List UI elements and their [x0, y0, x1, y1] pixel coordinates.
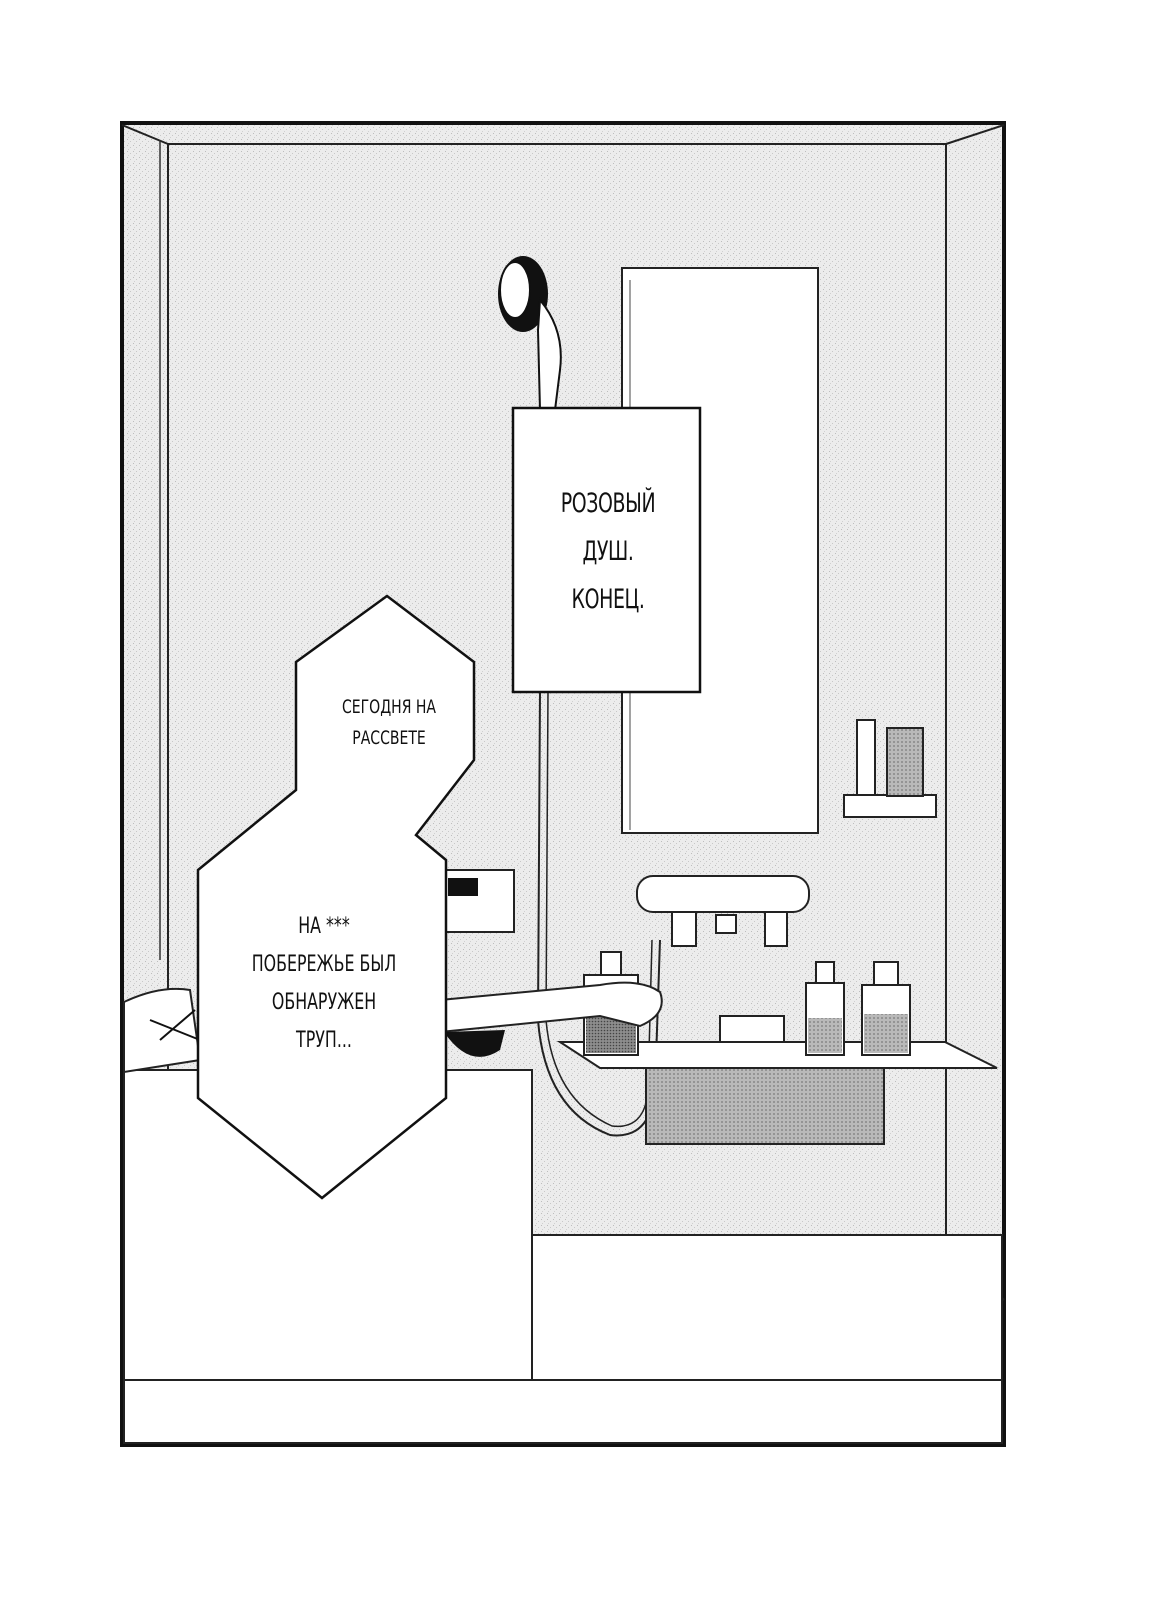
title-box: [511, 406, 702, 694]
faucet-icon: [636, 875, 810, 947]
ending-title-caption: РОЗОВЫЙ ДУШ. КОНЕЦ.: [560, 488, 656, 615]
figure-head: [123, 987, 202, 1074]
mirror-icon: [621, 267, 819, 834]
arm: [439, 981, 663, 1034]
pump-bottle-icon: [805, 961, 911, 1056]
figure-hair: [444, 1030, 505, 1057]
soap-dish: [719, 1015, 785, 1043]
toothbrush-cup-icon: [843, 719, 937, 818]
switch-panel: [443, 869, 515, 933]
shelf-shadow: [645, 1067, 885, 1145]
bubble-top-text: СЕГОДНЯ НА РАССВЕТЕ: [341, 696, 437, 749]
floor: [531, 1234, 1003, 1383]
bubble-bottom-text: НА *** ПОБЕРЕЖЬЕ БЫЛ ОБНАРУЖЕН ТРУП...: [251, 914, 397, 1053]
hexagon-bubble: [196, 594, 476, 1200]
floor-step: [123, 1379, 1003, 1444]
